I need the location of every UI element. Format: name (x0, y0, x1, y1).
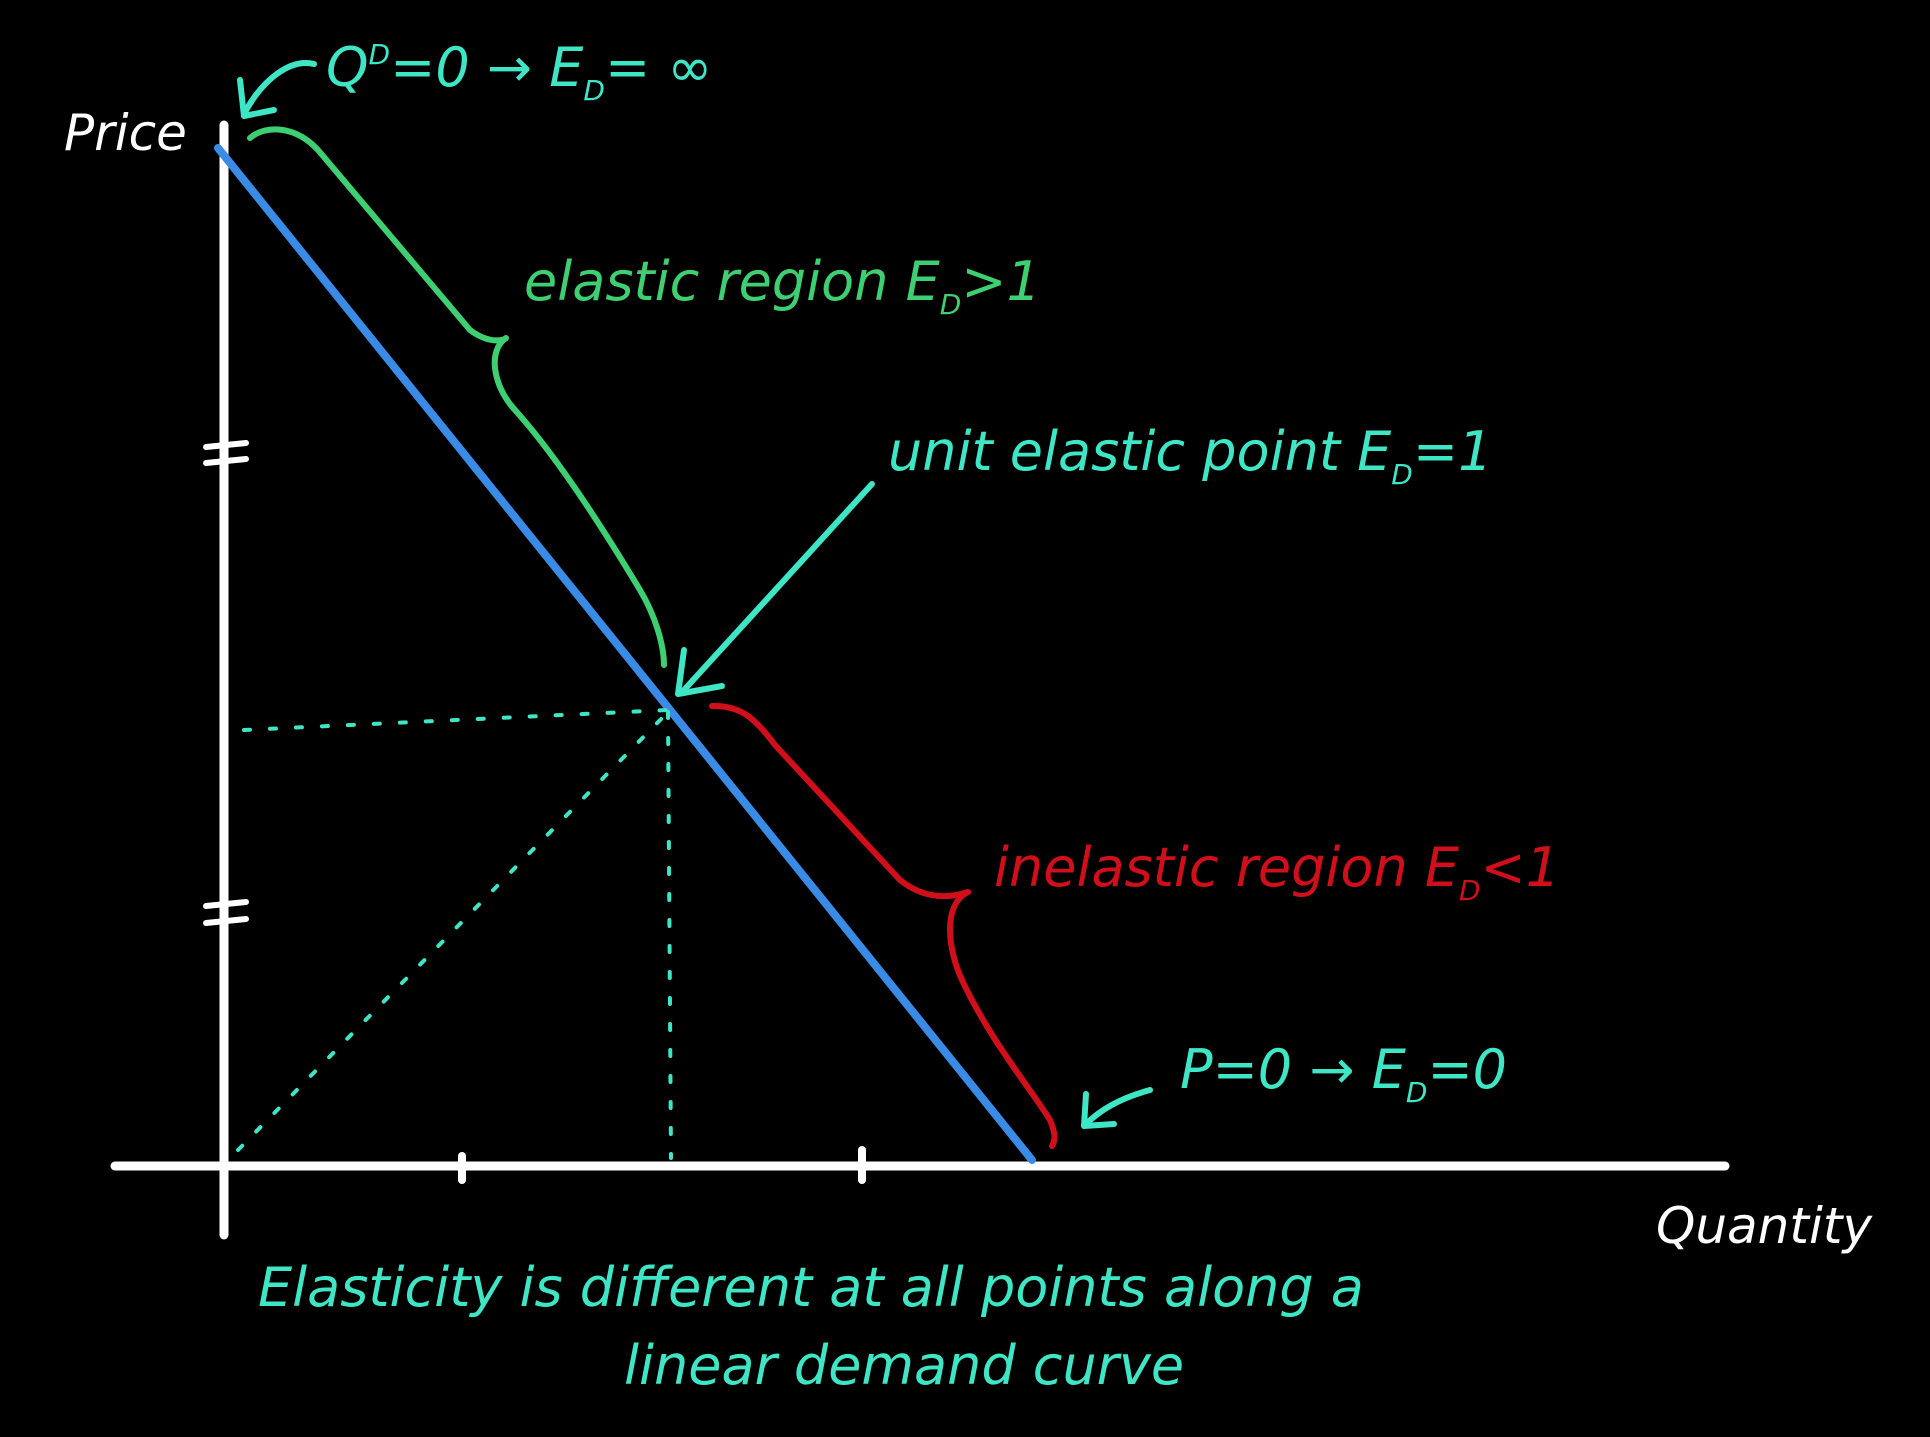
horizontal-guide (242, 708, 670, 732)
caption-line-1: Elasticity is different at all points al… (258, 1256, 1364, 1319)
y-axis-tick-lower (203, 899, 249, 926)
top-point-label: QD=0 → ED= ∞ (326, 36, 712, 107)
bottom-point-arrow (1081, 1087, 1153, 1129)
inelastic-region-brace (709, 702, 1058, 1149)
vertical-guide (666, 710, 673, 1160)
x-axis-label: Quantity (1656, 1197, 1873, 1255)
guide-lines (236, 708, 673, 1160)
elastic-region-label: elastic region ED>1 (524, 250, 1041, 321)
bottom-point-label: P=0 → ED=0 (1180, 1038, 1507, 1109)
unit-elastic-arrow (675, 481, 875, 697)
elastic-region-brace (247, 126, 667, 668)
top-point-arrow (237, 60, 317, 119)
caption-line-2: linear demand curve (624, 1334, 1184, 1397)
y-axis-label: Price (64, 104, 187, 162)
demand-curve (214, 144, 1036, 1164)
unit-elastic-label: unit elastic point ED=1 (888, 420, 1492, 491)
ray-from-origin (236, 710, 670, 1152)
inelastic-region-label: inelastic region ED<1 (994, 836, 1560, 907)
y-axis-tick-upper (203, 440, 249, 466)
